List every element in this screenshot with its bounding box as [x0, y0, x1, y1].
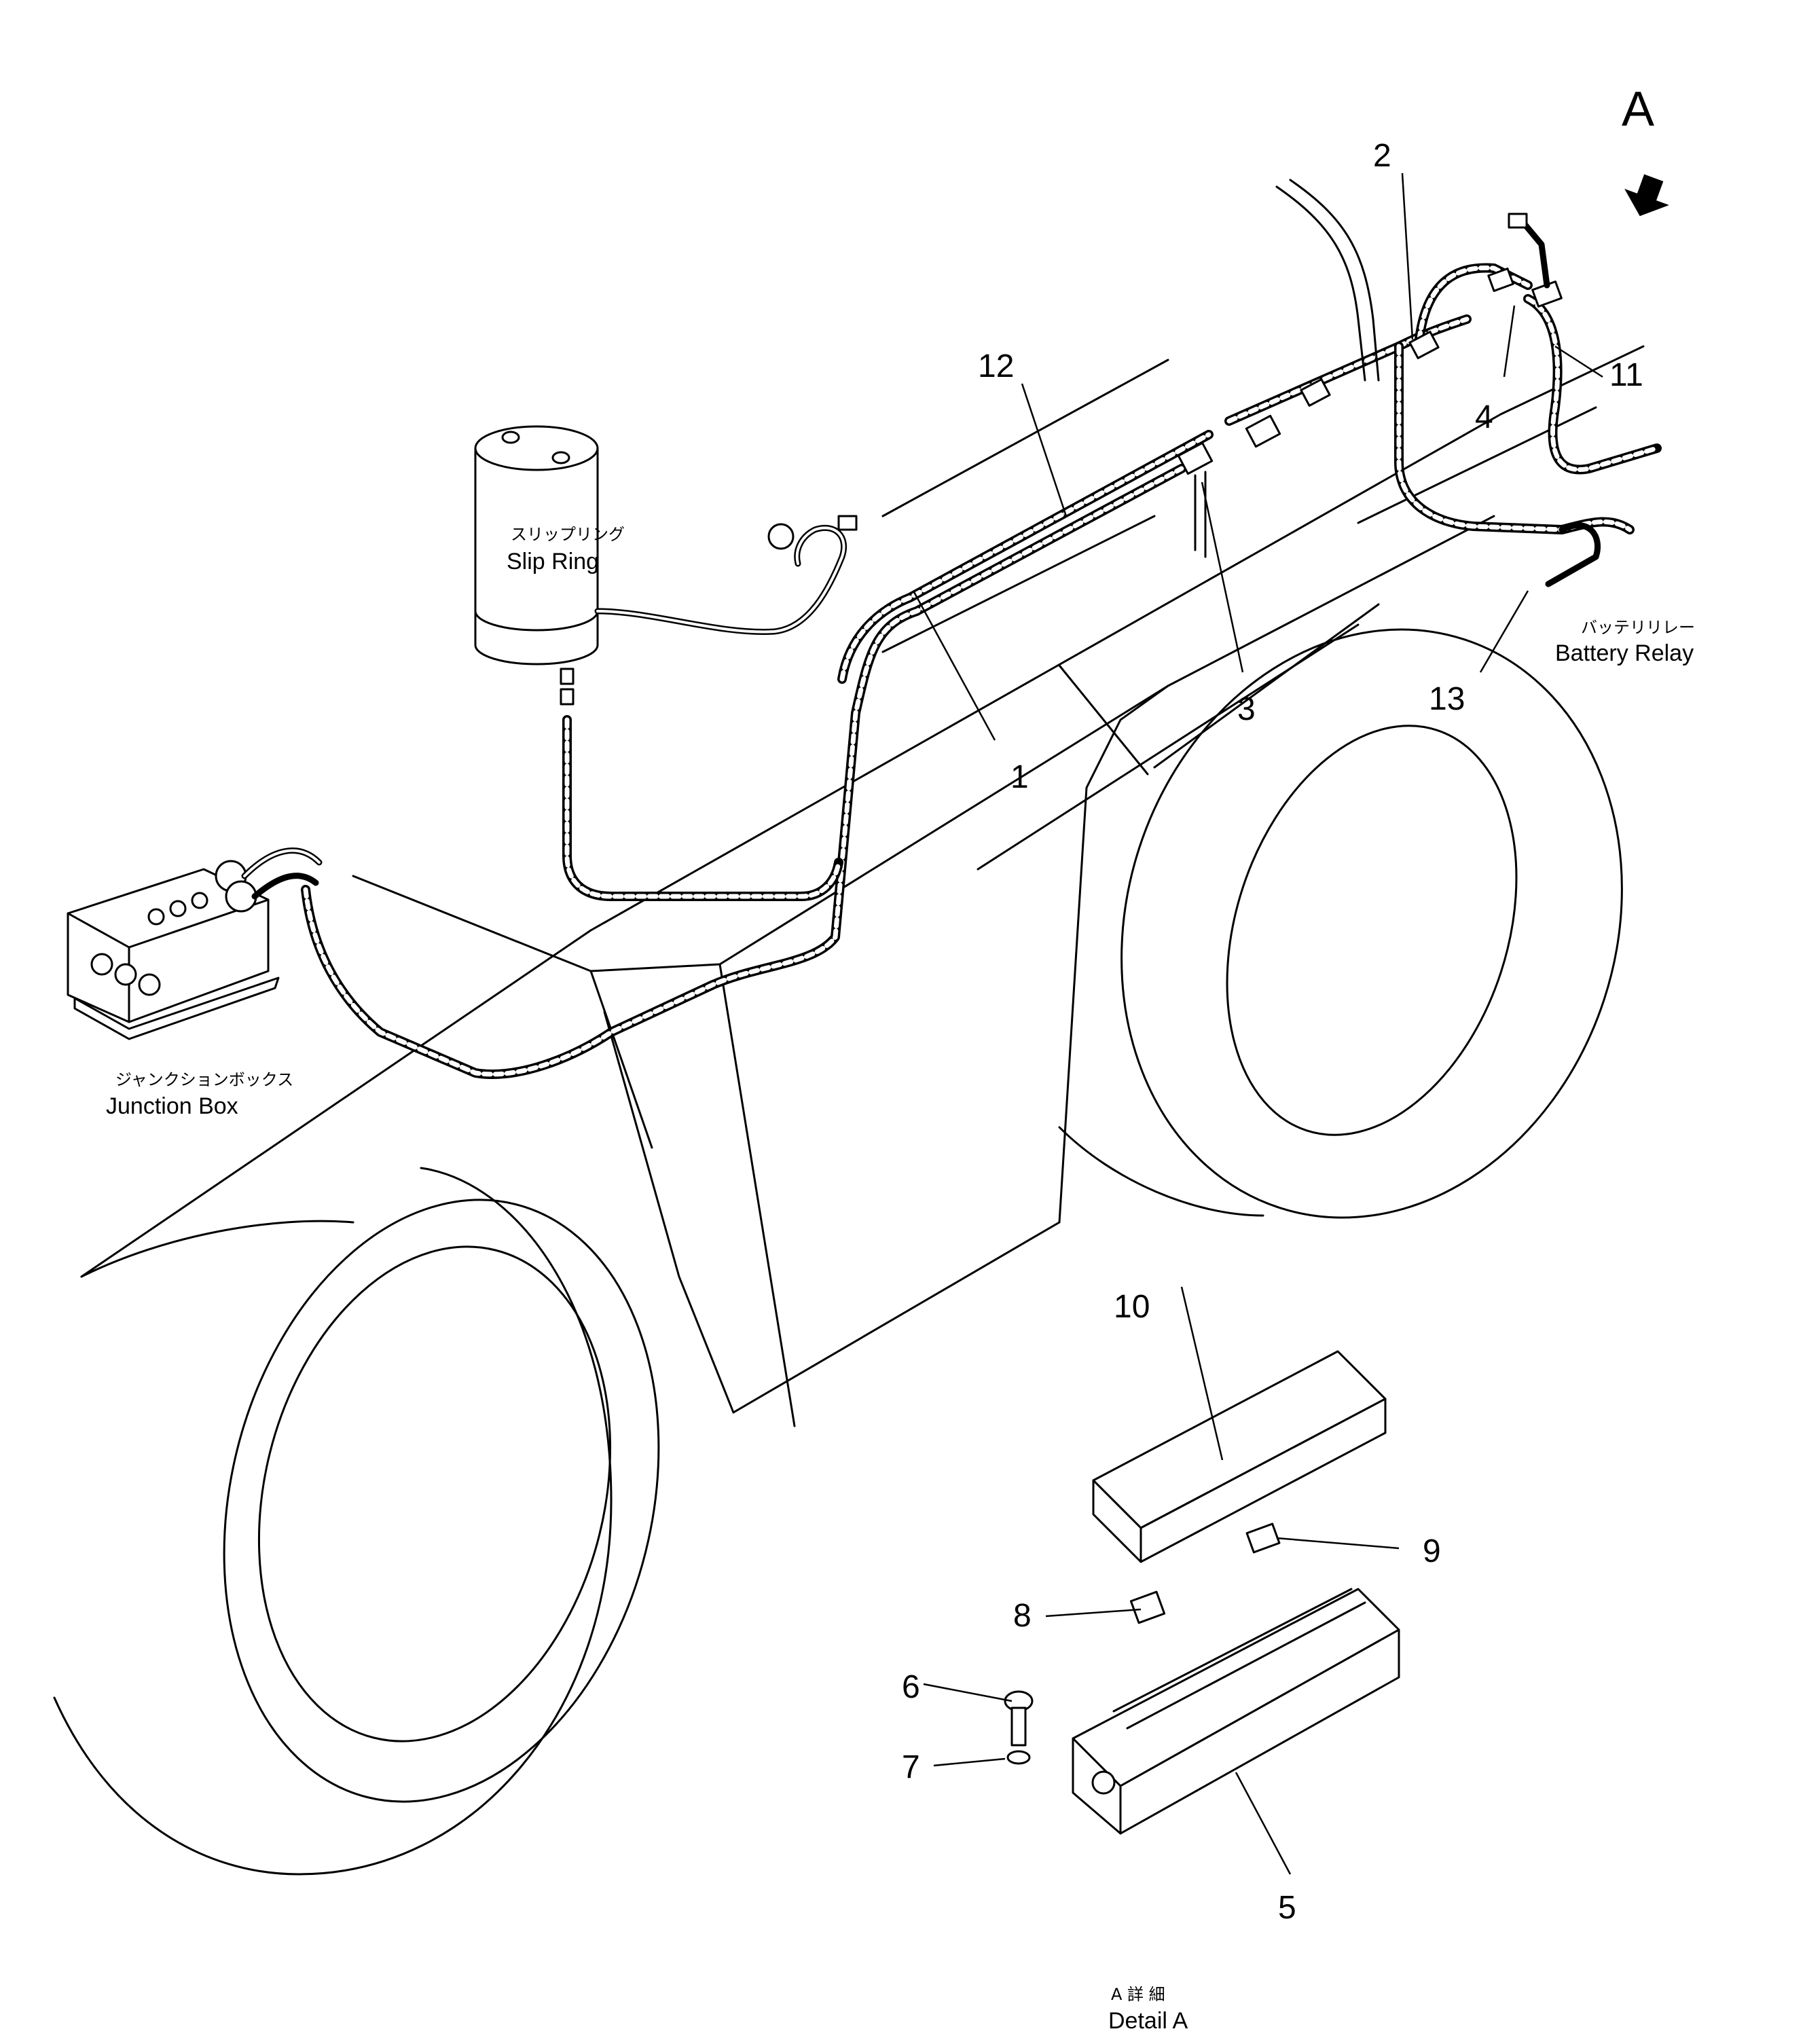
battery-relay-label-en: Battery Relay: [1555, 640, 1694, 666]
callout-9: 9: [1423, 1533, 1441, 1569]
callout-1: 1: [1010, 759, 1029, 795]
fuse-box-5: [1072, 1588, 1400, 1835]
callout-3: 3: [1237, 691, 1256, 727]
slip-ring-label-jp: スリップリング: [511, 525, 625, 544]
clamp-2: [1300, 331, 1440, 407]
harness-11: [1523, 294, 1662, 475]
junction-box-label-jp: ジャンクションボックス: [115, 1070, 293, 1089]
view-marker-letter: A: [1622, 82, 1654, 136]
vertical-body-pipe: [1275, 179, 1380, 382]
detail-label-en: Detail A: [1108, 2008, 1188, 2034]
harness-4: [1415, 213, 1563, 344]
harness-1: [301, 464, 1186, 1079]
callout-2: 2: [1373, 138, 1391, 174]
callout-10: 10: [1114, 1289, 1150, 1325]
junction-box-label-en: Junction Box: [106, 1093, 238, 1119]
slip-ring: [474, 425, 599, 706]
leader-lines: [912, 172, 1603, 1875]
callout-11: 11: [1609, 357, 1643, 393]
callout-5: 5: [1278, 1890, 1296, 1926]
detail-label-jp: A 詳 細: [1111, 1985, 1165, 2004]
callout-7: 7: [902, 1749, 920, 1785]
callout-8: 8: [1013, 1598, 1032, 1634]
callout-13: 13: [1429, 681, 1465, 717]
callout-6: 6: [902, 1669, 920, 1705]
harness-13: [1394, 342, 1635, 587]
battery-relay-label-jp: バッテリリレー: [1581, 618, 1695, 637]
fuse-9: [1245, 1522, 1281, 1554]
cover-part-10: [1092, 1350, 1387, 1563]
fuse-8: [1129, 1590, 1166, 1624]
slip-ring-label-en: Slip Ring: [507, 549, 599, 574]
junction-box-connectors: [215, 847, 323, 913]
clamp-3: [1177, 414, 1281, 558]
junction-box: [67, 868, 280, 1040]
vehicle-body-outline: [80, 345, 1645, 1427]
rear-wheel: [1058, 628, 1623, 1219]
front-wheel: [53, 1167, 660, 1876]
slip-ring-to-body-cable: [562, 515, 858, 901]
callout-4: 4: [1475, 399, 1493, 435]
callout-12: 12: [978, 348, 1014, 384]
screw-6: [1004, 1690, 1034, 1747]
view-arrow-a: [1624, 174, 1669, 217]
washer-7: [1006, 1750, 1031, 1765]
